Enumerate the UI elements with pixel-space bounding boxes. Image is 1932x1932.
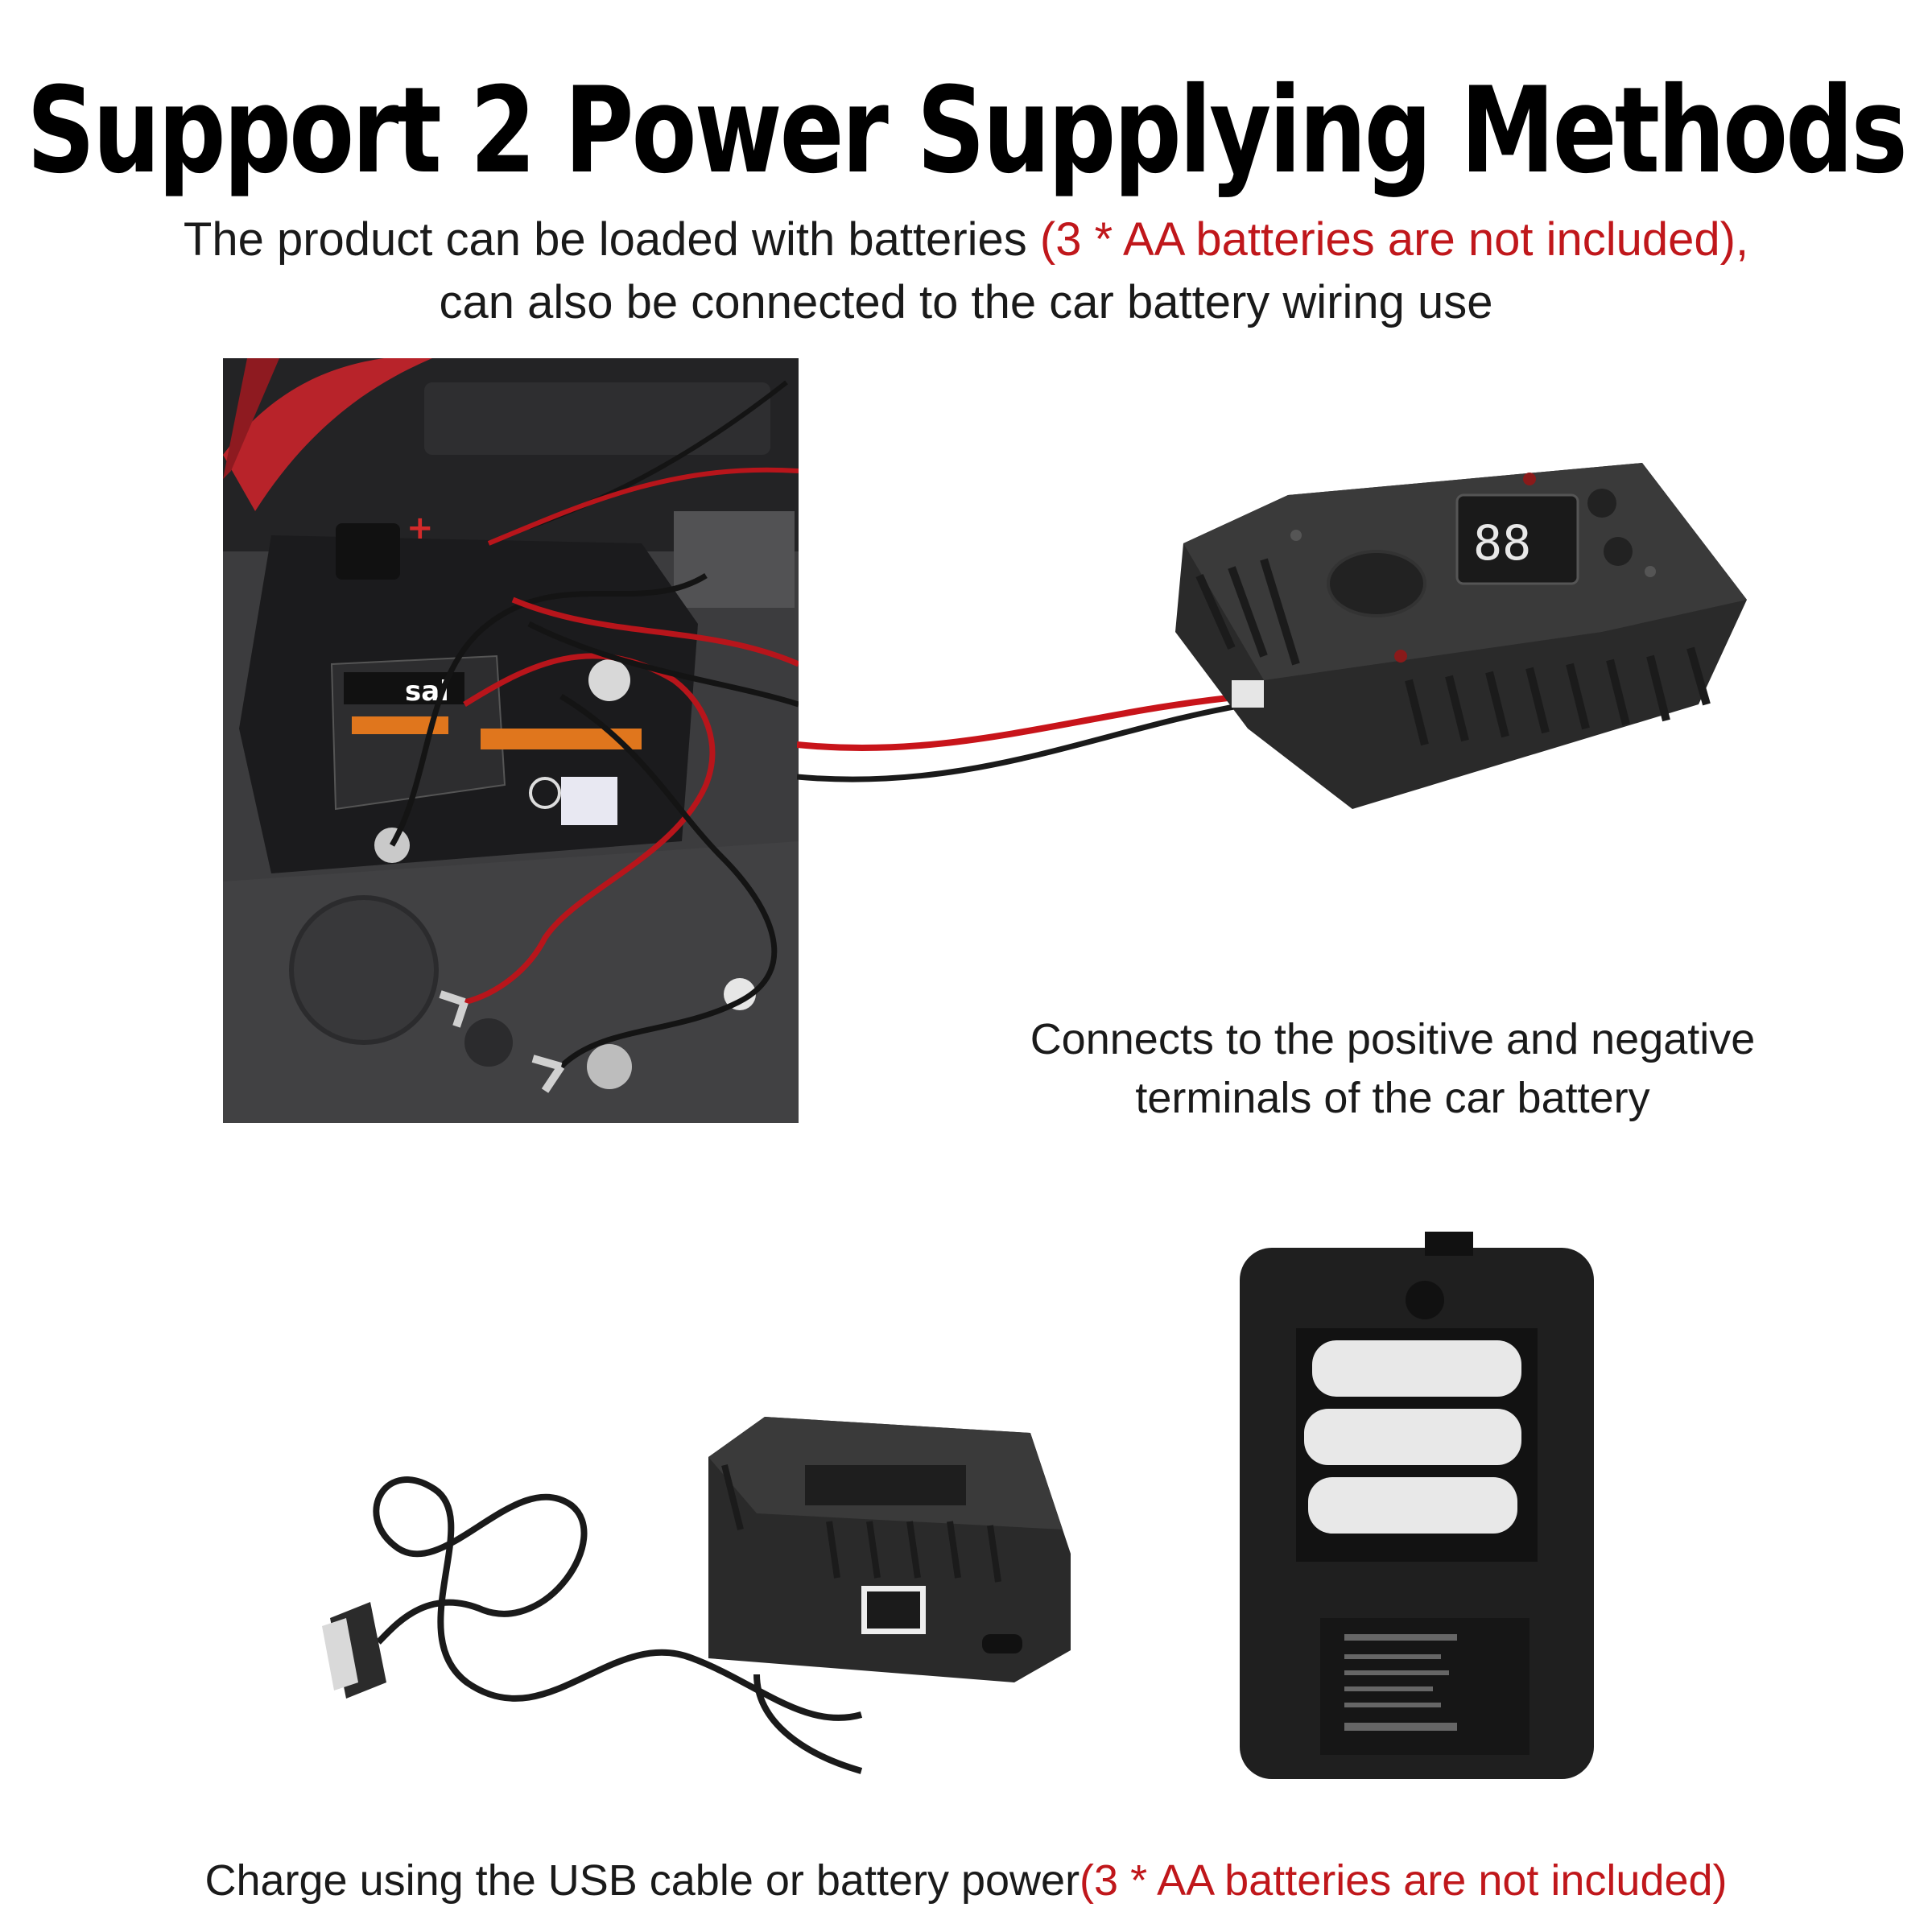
usb-powered-device <box>322 1417 1071 1774</box>
subtitle-text-red: (3 * AA batteries are not included), <box>1039 213 1749 266</box>
usb-caption-black: Charge using the USB cable or battery po… <box>204 1856 1080 1905</box>
subtitle-line-2: can also be connected to the car battery… <box>439 276 1493 328</box>
tire-pressure-device-wired: 88 <box>797 463 1747 809</box>
red-hose-icon <box>223 358 432 511</box>
usb-caption-red: (3 * AA batteries are not included) <box>1080 1856 1728 1905</box>
car-battery-caption-line-2: terminals of the car battery <box>1135 1073 1650 1122</box>
battery-compartment <box>1240 1232 1594 1779</box>
tire-pressure-device-icon <box>708 1417 1071 1682</box>
power-switch-icon <box>861 1586 926 1634</box>
car-battery-caption: Connects to the positive and negative te… <box>950 1010 1835 1128</box>
tire-pressure-device-icon: 88 <box>1175 463 1747 809</box>
car-battery-photo: + sai <box>223 358 799 1123</box>
page-title: Support 2 Power Supplying Methods <box>27 60 1908 200</box>
aa-battery-icon <box>1304 1340 1521 1534</box>
subtitle-text-black: The product can be loaded with batteries <box>183 213 1040 266</box>
car-battery-caption-line-1: Connects to the positive and negative <box>1030 1015 1756 1063</box>
car-battery-icon: + sai <box>239 510 698 873</box>
usb-caption: Charge using the USB cable or battery po… <box>0 1856 1932 1905</box>
usb-cable-icon <box>322 1602 386 1699</box>
svg-text:88: 88 <box>1473 515 1531 572</box>
svg-text:+: + <box>407 510 434 547</box>
subtitle-line-1: The product can be loaded with batteries… <box>0 211 1932 270</box>
spade-connector-icon <box>439 990 565 1093</box>
